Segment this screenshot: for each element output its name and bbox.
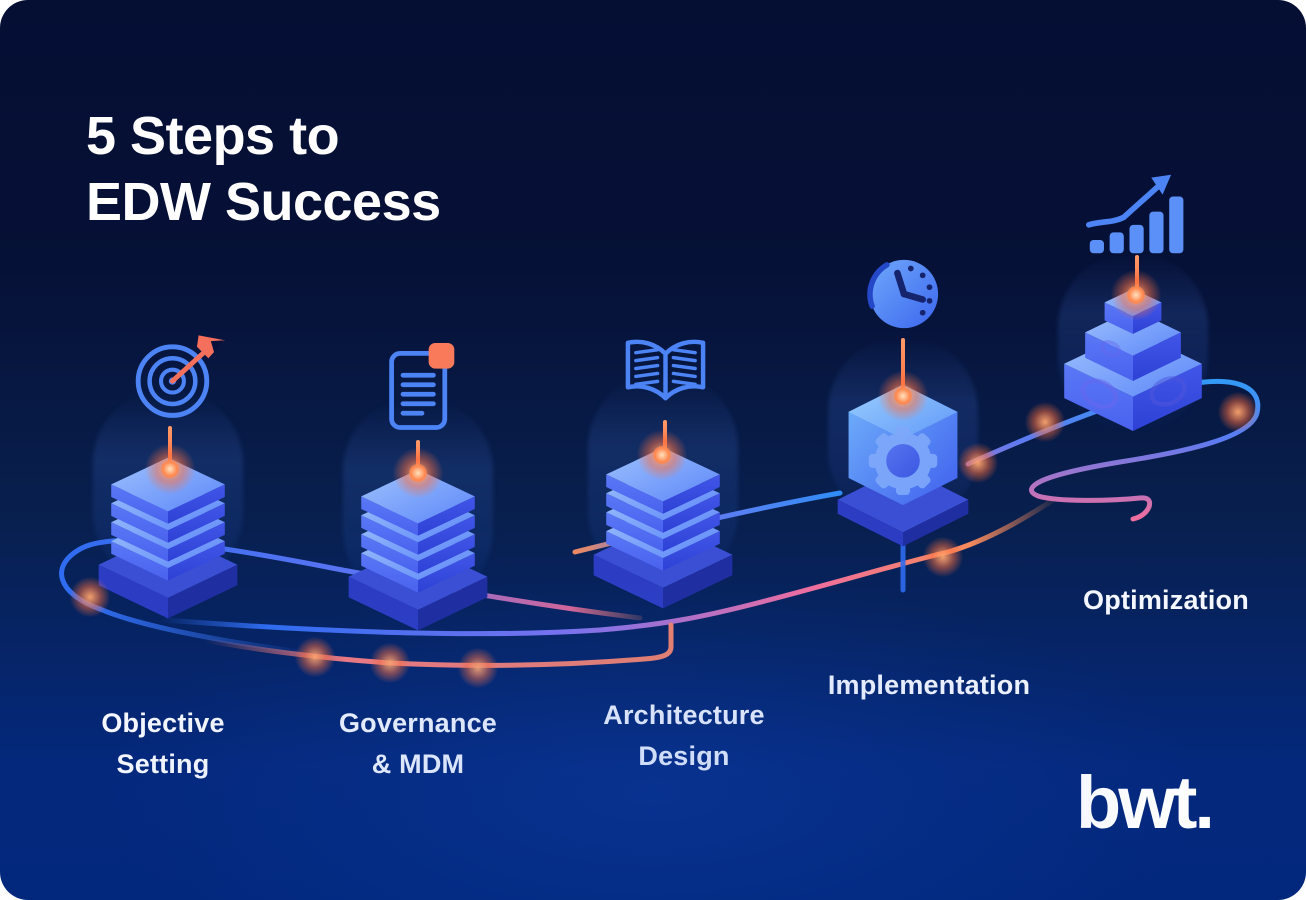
- clock-icon: [867, 259, 939, 329]
- glow-dot: [458, 648, 498, 688]
- glow-dot: [637, 430, 687, 480]
- glow-dot: [393, 448, 443, 498]
- title-line-2: EDW Success: [86, 171, 441, 232]
- glow-dot: [958, 443, 998, 483]
- step-5-label: Optimization: [1036, 580, 1296, 621]
- step-1-label-line-2: Setting: [116, 748, 210, 779]
- glow-dot: [370, 643, 410, 683]
- step-3-label-line-1: Architecture: [603, 700, 765, 730]
- glow-dot: [145, 444, 195, 494]
- glow-dot: [70, 577, 110, 617]
- page-title: 5 Steps to EDW Success: [86, 104, 441, 236]
- glow-dot: [878, 371, 928, 421]
- step-2-label-line-2: & MDM: [371, 748, 465, 779]
- title-line-1: 5 Steps to: [86, 106, 340, 166]
- step-3-label-line-2: Design: [638, 740, 730, 771]
- step-4-label-line-1: Implementation: [827, 670, 1031, 700]
- step-1-label-line-1: Objective: [101, 708, 225, 738]
- step-1-label: Objective Setting: [43, 703, 283, 784]
- document-icon: [389, 342, 455, 430]
- step-5-label-line-1: Optimization: [1083, 585, 1249, 615]
- glow-dot: [1025, 402, 1065, 442]
- glow-dot: [295, 637, 335, 677]
- target-dart-icon: [135, 335, 225, 418]
- connector-beam: [901, 338, 905, 396]
- glow-dot: [923, 537, 963, 577]
- step-2-label-line-1: Governance: [338, 708, 498, 738]
- open-book-icon: [625, 339, 706, 401]
- glow-dot: [1111, 270, 1161, 320]
- bwt-logo: bwt.: [1076, 761, 1215, 844]
- glow-dot: [1218, 392, 1258, 432]
- step-4-label: Implementation: [779, 665, 1079, 706]
- growth-chart-icon: [1086, 174, 1184, 254]
- step-2-label: Governance & MDM: [298, 703, 538, 784]
- step-3-label: Architecture Design: [554, 695, 814, 776]
